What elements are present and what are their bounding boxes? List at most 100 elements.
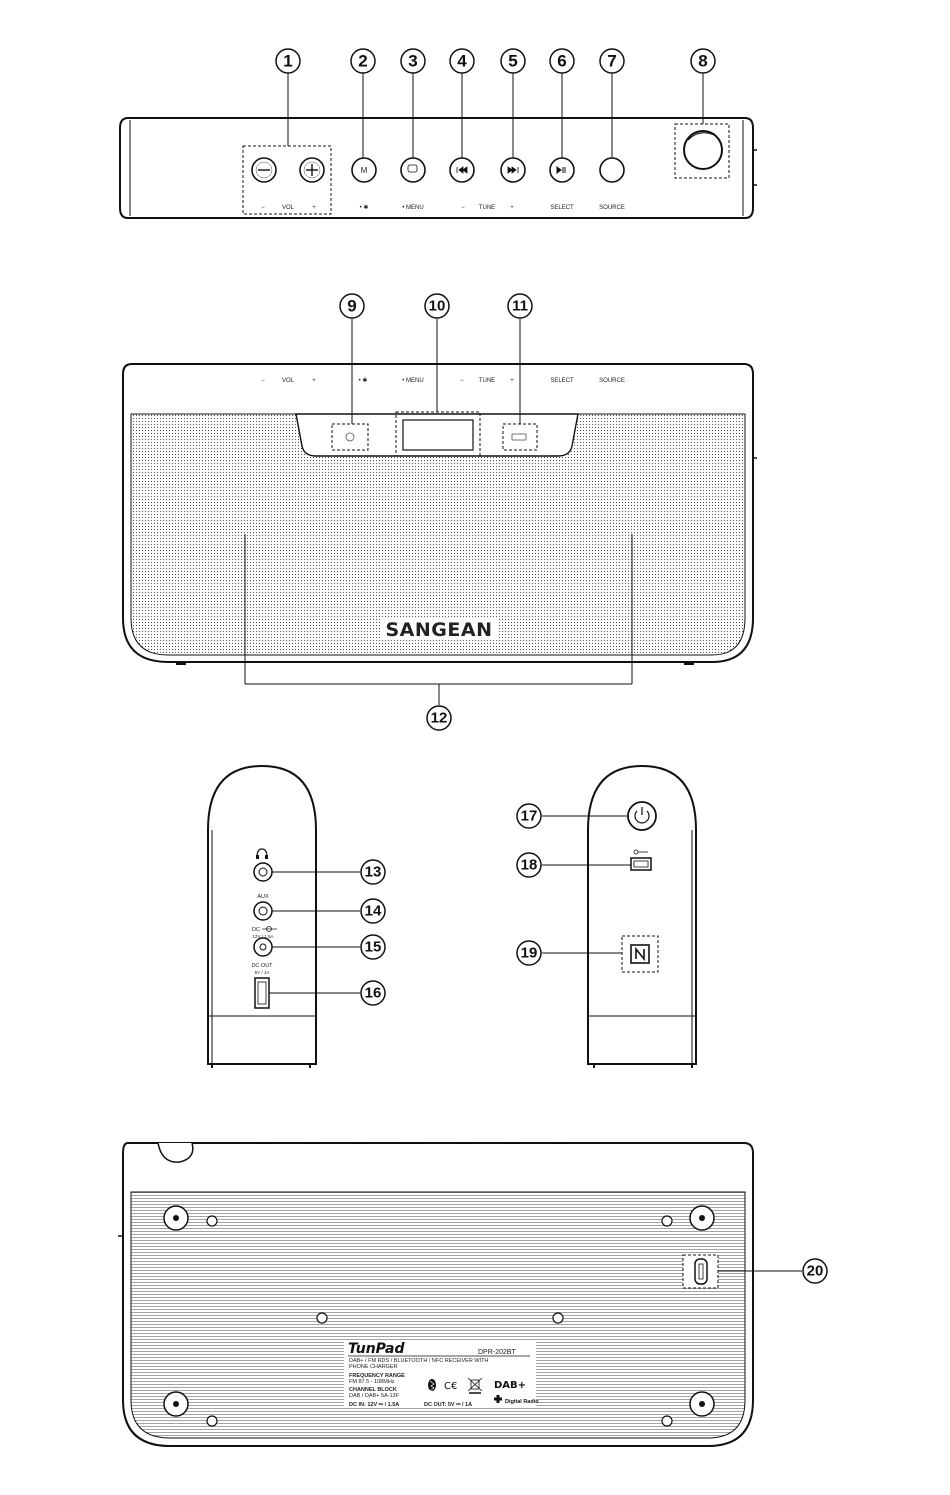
lcd-display (402, 419, 474, 451)
micro-usb-port[interactable] (694, 1258, 708, 1285)
svg-text:13: 13 (365, 864, 382, 881)
menu-label: • MENU (402, 205, 423, 211)
dc-rating: 12V / 1.5A (252, 934, 273, 939)
source-button[interactable] (599, 157, 625, 183)
rubber-foot (689, 1391, 715, 1417)
dc-in-jack[interactable] (253, 937, 273, 957)
usb-service-port[interactable] (630, 857, 652, 871)
front-select-label: SELECT (550, 378, 574, 384)
dc-label: DC (252, 927, 260, 933)
bluetooth-label: • ✱ (360, 204, 369, 211)
svg-text:3: 3 (408, 52, 417, 71)
front-source-label: SOURCE (599, 378, 625, 384)
callout-leaders-left-side (269, 871, 360, 994)
m-button[interactable]: M (351, 157, 377, 183)
callout-19: 19 (516, 940, 542, 966)
screw (316, 1312, 328, 1324)
usb-key-icon (633, 849, 648, 855)
rubber-foot (163, 1205, 189, 1231)
weee-bin-icon (467, 1377, 483, 1394)
vol-label: VOL (282, 205, 295, 211)
front-view: − VOL + • ✱ • MENU − TUNE + SELECT SOURC… (122, 363, 757, 705)
callout-bubbles: 1 2 3 4 5 6 7 8 9 10 11 12 13 14 15 16 1… (275, 48, 828, 1284)
usb-dc-out-port[interactable] (254, 977, 270, 1009)
info-button[interactable] (400, 157, 426, 183)
headphone-jack[interactable] (253, 862, 273, 882)
product-name: TunPad (348, 1341, 405, 1357)
left-side-view: AUX DC 12V / 1.5A DC OUT 5V / 1A (207, 764, 317, 1068)
vol-plus-button[interactable] (299, 157, 325, 183)
callout-11: 11 (507, 293, 533, 319)
svg-text:5: 5 (508, 52, 517, 71)
tune-label: TUNE (479, 205, 495, 211)
dc-out-label: DC OUT (251, 963, 273, 969)
callout-1: 1 (275, 48, 301, 74)
callout-4: 4 (449, 48, 475, 74)
ce-mark-icon: C€ (444, 1381, 457, 1392)
callout-3: 3 (400, 48, 426, 74)
callout-18: 18 (516, 852, 542, 878)
bluetooth-icon (428, 1379, 436, 1392)
svg-text:20: 20 (807, 1263, 824, 1280)
digital-radio-label: Digital Radio (505, 1399, 539, 1405)
aux-label: AUX (257, 894, 269, 900)
nfc-icon (630, 944, 650, 964)
vol-minus-label: − (261, 205, 265, 211)
svg-text:17: 17 (521, 808, 538, 825)
vol-minus-button[interactable] (251, 157, 277, 183)
callout-10: 10 (424, 293, 450, 319)
dc-polarity-icon (262, 926, 277, 932)
front-tune-minus-label: − (460, 378, 464, 384)
svg-text:10: 10 (429, 298, 446, 315)
screw (661, 1415, 673, 1427)
callout-17: 17 (516, 803, 542, 829)
back-view: TunPad DPR-202BT DAB+ / FM RDS / BLUETOO… (118, 1142, 754, 1447)
screw (661, 1215, 673, 1227)
callout-13: 13 (360, 859, 386, 885)
callout-14: 14 (360, 898, 386, 924)
right-side-view (587, 764, 697, 1068)
svg-text:9: 9 (347, 297, 356, 316)
brand-logo: SANGEAN (386, 619, 493, 641)
description-line-1: DAB+ / FM RDS / BLUETOOTH / NFC RECEIVER… (349, 1358, 488, 1364)
svg-text:16: 16 (365, 985, 382, 1002)
front-vol-plus-label: + (312, 378, 316, 384)
front-tune-label: TUNE (479, 378, 495, 384)
callout-8: 8 (690, 48, 716, 74)
screw (552, 1312, 564, 1324)
tune-plus-label: + (510, 205, 514, 211)
callout-20: 20 (802, 1258, 828, 1284)
bluetooth-indicator-icon (345, 432, 355, 442)
tune-down-button[interactable] (449, 157, 475, 183)
svg-text:15: 15 (365, 939, 382, 956)
svg-text:4: 4 (457, 52, 467, 71)
front-vol-label: VOL (282, 378, 295, 384)
callout-leaders-top (287, 73, 704, 158)
vol-plus-label: + (312, 205, 316, 211)
callout-12: 12 (426, 705, 452, 731)
description-line-2: PHONE CHARGER (349, 1364, 398, 1370)
svg-text:2: 2 (358, 52, 367, 71)
svg-text:C€: C€ (444, 1381, 457, 1392)
select-play-button[interactable] (549, 157, 575, 183)
digital-radio-icon (494, 1395, 502, 1403)
top-view: M − VOL + • ✱ • MENU (119, 117, 757, 219)
svg-text:14: 14 (365, 903, 382, 920)
charging-indicator-icon (511, 433, 527, 441)
dc-in-rating: DC IN: 12V ⎓ / 1.5A (349, 1402, 399, 1408)
svg-text:18: 18 (521, 857, 538, 874)
svg-text:19: 19 (521, 945, 538, 962)
dab-logo: DAB+ (494, 1380, 526, 1391)
rubber-foot (689, 1205, 715, 1231)
m-button-label: M (361, 166, 368, 175)
headphone-icon (256, 848, 268, 859)
tune-minus-label: − (461, 205, 465, 211)
callout-16: 16 (360, 980, 386, 1006)
svg-text:8: 8 (698, 52, 707, 71)
aux-jack[interactable] (253, 901, 273, 921)
carry-handle-knob[interactable] (683, 130, 723, 170)
front-menu-label: • MENU (402, 378, 423, 384)
callout-leaders-front (351, 319, 521, 424)
tune-up-button[interactable] (500, 157, 526, 183)
power-button[interactable] (627, 801, 657, 831)
